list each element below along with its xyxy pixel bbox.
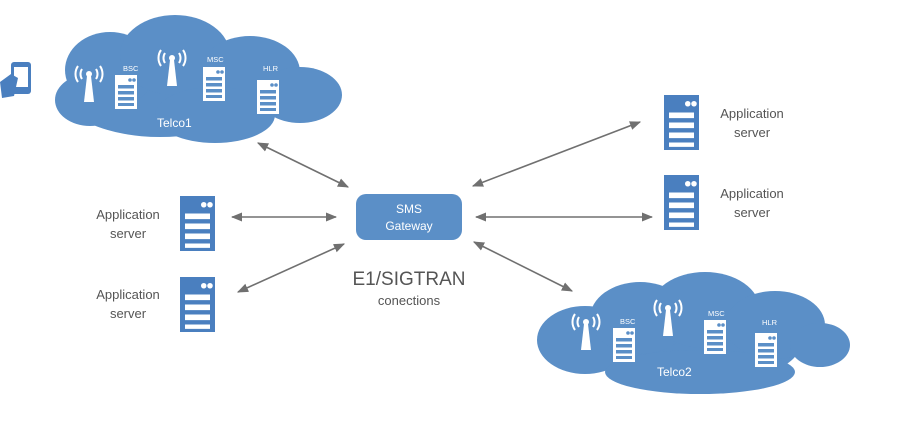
msc-server-icon	[704, 320, 726, 354]
telco1-cloud: BSC MSC HLR Telco1	[55, 15, 342, 143]
protocol-subtitle: conections	[378, 293, 441, 308]
app-server-label: server	[734, 205, 771, 220]
msc-label: MSC	[708, 309, 725, 318]
telco1-label: Telco1	[157, 116, 192, 130]
arrow-app-left-2-gateway	[236, 243, 346, 293]
gateway-line2: Gateway	[385, 219, 432, 233]
mobile-phone-icon	[0, 62, 31, 98]
protocol-title: E1/SIGTRAN	[353, 269, 466, 290]
bsc-label: BSC	[123, 64, 139, 73]
arrow-gateway-telco2	[472, 241, 574, 292]
connections	[230, 121, 654, 293]
app-server-label: Application	[96, 207, 160, 222]
app-server-right-2: Application server	[664, 175, 784, 230]
app-server-right-1: Application server	[664, 95, 784, 150]
telco2-label: Telco2	[657, 365, 692, 379]
app-server-left-2: Application server	[96, 277, 215, 332]
hlr-label: HLR	[762, 318, 778, 327]
bsc-server-icon	[613, 328, 635, 362]
hlr-server-icon	[257, 80, 279, 114]
server-icon	[664, 175, 699, 230]
telco2-cloud: BSC MSC HLR Telco2	[537, 272, 850, 394]
msc-label: MSC	[207, 55, 224, 64]
app-server-label: server	[110, 226, 147, 241]
sms-gateway: SMS Gateway	[356, 194, 462, 240]
hlr-label: HLR	[263, 64, 279, 73]
bsc-label: BSC	[620, 317, 636, 326]
server-icon	[180, 196, 215, 251]
arrow-telco1-gateway	[256, 142, 350, 188]
server-icon	[180, 277, 215, 332]
app-server-label: Application	[96, 287, 160, 302]
gateway-line1: SMS	[396, 202, 422, 216]
app-server-label: server	[734, 125, 771, 140]
app-server-label: server	[110, 306, 147, 321]
hlr-server-icon	[755, 333, 777, 367]
app-server-label: Application	[720, 186, 784, 201]
bsc-server-icon	[115, 75, 137, 109]
server-icon	[664, 95, 699, 150]
app-server-label: Application	[720, 106, 784, 121]
msc-server-icon	[203, 67, 225, 101]
app-server-left-1: Application server	[96, 196, 215, 251]
arrow-gateway-app-right-1	[471, 121, 642, 187]
